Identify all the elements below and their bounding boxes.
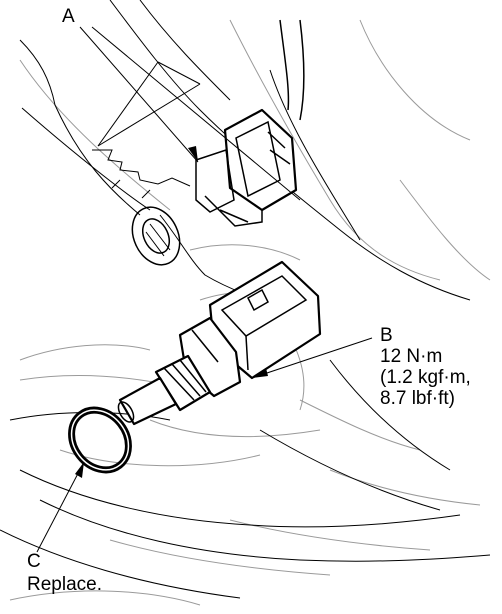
engine-casting-outline [9,19,491,606]
torque-spec-kgf: (1.2 kgf·m, [380,367,471,388]
torque-spec-lbf: 8.7 lbf·ft) [380,388,455,409]
callout-b-label: B [380,325,393,346]
replace-note: Replace. [27,574,102,595]
leader-line-b [251,337,373,379]
torque-spec-nm: 12 N·m [380,346,443,367]
callout-c-label: C [27,551,41,572]
leader-line-a [79,26,301,201]
leader-line-c [36,461,85,553]
bracket-a-frame [92,61,201,266]
callout-a-label: A [62,6,75,27]
o-ring-c [68,406,132,474]
connector-a [195,19,305,227]
sensor-b [117,260,322,426]
